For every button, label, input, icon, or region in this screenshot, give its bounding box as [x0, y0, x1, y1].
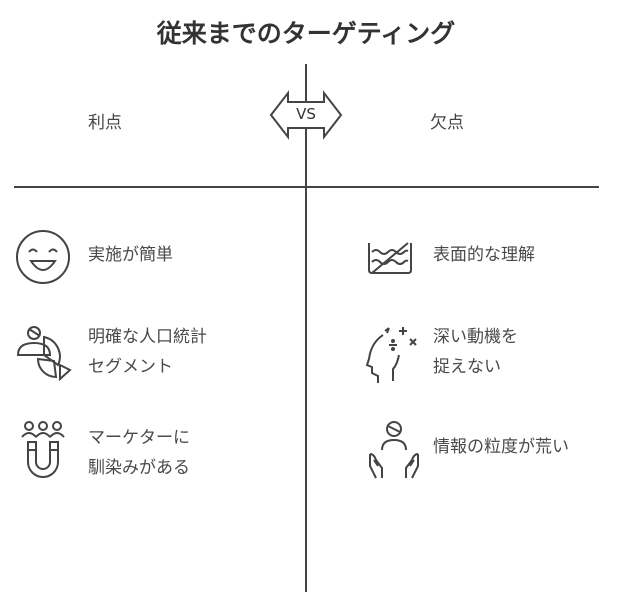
pros-heading: 利点 — [88, 113, 122, 133]
con-item-text: 表面的な理解 — [433, 245, 535, 265]
smiley-icon — [16, 230, 70, 284]
con-item-text: 情報の粒度が荒い — [433, 437, 569, 457]
person-hands-icon — [369, 421, 419, 479]
diagram-title: 従来までのターゲティング — [156, 19, 456, 48]
vertical-divider — [305, 64, 307, 592]
people-magnet-icon — [21, 421, 65, 478]
head-thinking-icon — [365, 327, 417, 383]
water-surface-icon — [368, 242, 412, 275]
pro-item-text: 実施が簡単 — [88, 245, 173, 265]
vs-arrow-icon — [269, 90, 343, 140]
horizontal-divider — [14, 186, 599, 188]
cons-heading: 欠点 — [430, 113, 464, 133]
pro-item-text: マーケターに 馴染みがある — [88, 428, 190, 478]
person-pie-chart-icon — [16, 326, 72, 382]
pro-item-text: 明確な人口統計 セグメント — [88, 327, 207, 377]
con-item-text: 深い動機を 捉えない — [433, 327, 518, 377]
vs-label: VS — [296, 105, 316, 123]
